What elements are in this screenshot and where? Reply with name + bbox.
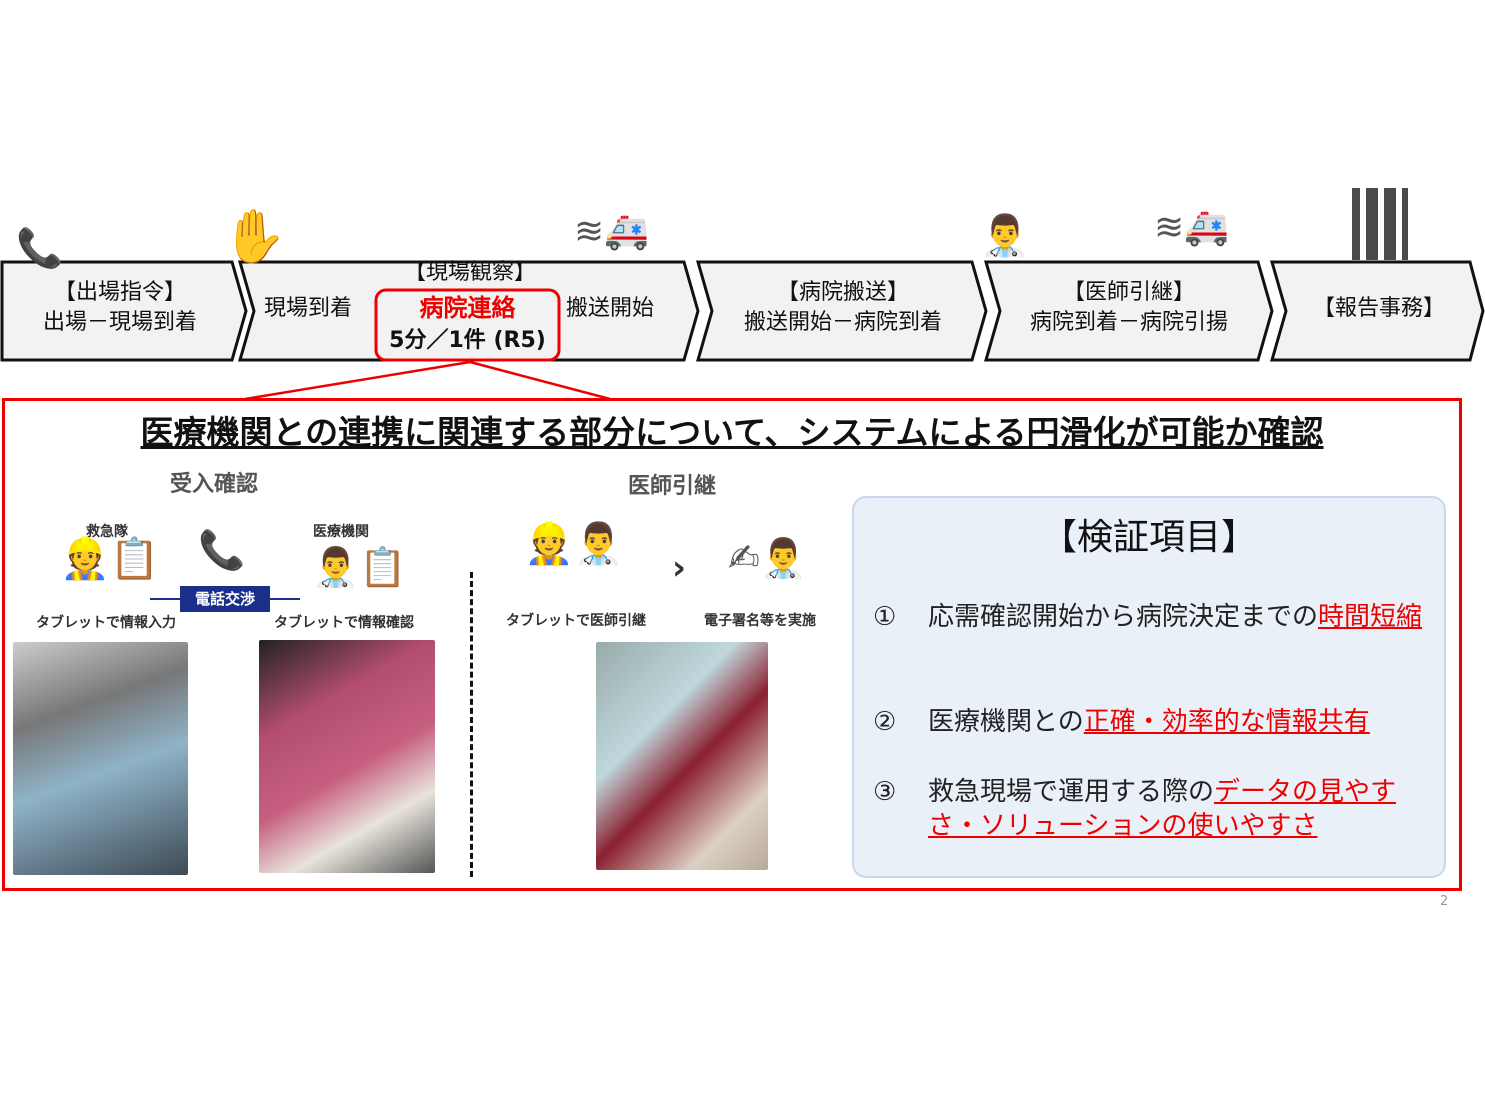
page-number: 2 — [1440, 894, 1449, 909]
item-highlight: データの見やすさ・ソリューションの使いやすさ — [928, 777, 1397, 841]
phone-icon: 📞 — [198, 528, 246, 572]
step-title: 【出場指令】 — [53, 280, 186, 305]
doctor-icon: 👨‍⚕️ — [980, 213, 1030, 259]
step-start: 現場到着 — [264, 296, 353, 321]
item-number: ③ — [873, 777, 897, 807]
item-number: ② — [873, 707, 897, 737]
item-highlight: 時間短縮 — [1318, 602, 1423, 632]
section-title-acceptance: 受入確認 — [170, 472, 259, 497]
ambulance-icon: ≋🚑 — [574, 211, 649, 252]
paramedic-doctor-icon: 👷👨‍⚕️ — [524, 521, 624, 567]
phone-icon: 📞 — [16, 226, 64, 270]
signature-icon: ✍👨‍⚕️ — [728, 536, 808, 580]
photo-paramedic-tablet — [13, 642, 188, 875]
detail-box — [2, 398, 1462, 891]
section-title-handover: 医師引継 — [628, 474, 717, 499]
divider-dashed — [470, 572, 473, 877]
step-title: 【報告事務】 — [1312, 296, 1445, 321]
paramedic-tablet-icon: 👷📋 — [60, 536, 160, 582]
verification-title: 【検証項目】 — [1040, 517, 1257, 558]
step-title: 【医師引継】 — [1062, 280, 1195, 305]
item-highlight: 正確・効率的な情報共有 — [1083, 707, 1370, 737]
step-title: 【病院搬送】 — [776, 280, 909, 305]
chevron-right-icon: › — [672, 548, 687, 588]
step-sub: 搬送開始－病院到着 — [743, 310, 942, 335]
ems-label: 救急隊 — [86, 524, 128, 540]
step-title: 【現場観察】 — [403, 260, 536, 285]
process-flow — [0, 260, 1485, 400]
highlight-label: 病院連絡 — [419, 294, 516, 322]
step-shape — [696, 260, 988, 362]
verification-item: ③ 救急現場で運用する際のデータの見やすさ・ソリューションの使いやすさ — [873, 775, 1433, 845]
caption: タブレットで情報入力 — [36, 615, 176, 631]
verification-item: ① 応需確認開始から病院決定までの時間短縮 — [873, 600, 1433, 670]
ambulance-icon: ≋🚑 — [1154, 207, 1229, 248]
step-handover: 【医師引継】 病院到着－病院引揚 — [998, 278, 1260, 338]
doctor-tablet-icon: 👨‍⚕️📋 — [312, 545, 407, 589]
step-shape — [984, 260, 1274, 362]
verification-panel — [852, 496, 1446, 878]
step-end: 搬送開始 — [566, 296, 655, 321]
highlight-callout — [374, 288, 561, 362]
step-shape — [0, 260, 248, 362]
hospital-label: 医療機関 — [313, 524, 369, 540]
photo-doctor-handover — [596, 642, 768, 870]
main-heading: 医療機関との連携に関連する部分について、システムによる円滑化が可能か確認 — [140, 413, 1324, 452]
step-sub: 出場－現場到着 — [42, 310, 197, 335]
photo-hospital-tablet — [259, 640, 435, 873]
caption: 電子署名等を実施 — [704, 613, 816, 629]
caption: タブレットで医師引継 — [506, 613, 646, 629]
item-text: 医療機関との — [928, 707, 1084, 737]
phone-negotiation-badge: 電話交渉 — [180, 586, 270, 612]
item-text: 応需確認開始から病院決定までの — [928, 602, 1319, 632]
step-transport: 【病院搬送】 搬送開始－病院到着 — [712, 278, 974, 338]
step-shape — [238, 260, 700, 362]
hand-icon: ✋ — [222, 207, 287, 267]
verification-item: ② 医療機関との正確・効率的な情報共有 — [873, 705, 1433, 745]
caption: タブレットで情報確認 — [274, 615, 414, 631]
time-per-case: 5分／1件 (R5) — [389, 328, 546, 353]
step-shape — [1270, 260, 1485, 362]
building-icon — [1352, 188, 1408, 260]
step-dispatch: 【出場指令】 出場－現場到着 — [10, 278, 230, 338]
item-number: ① — [873, 602, 897, 632]
step-sub: 病院到着－病院引揚 — [1029, 310, 1228, 335]
item-text: 救急現場で運用する際の — [928, 777, 1215, 807]
